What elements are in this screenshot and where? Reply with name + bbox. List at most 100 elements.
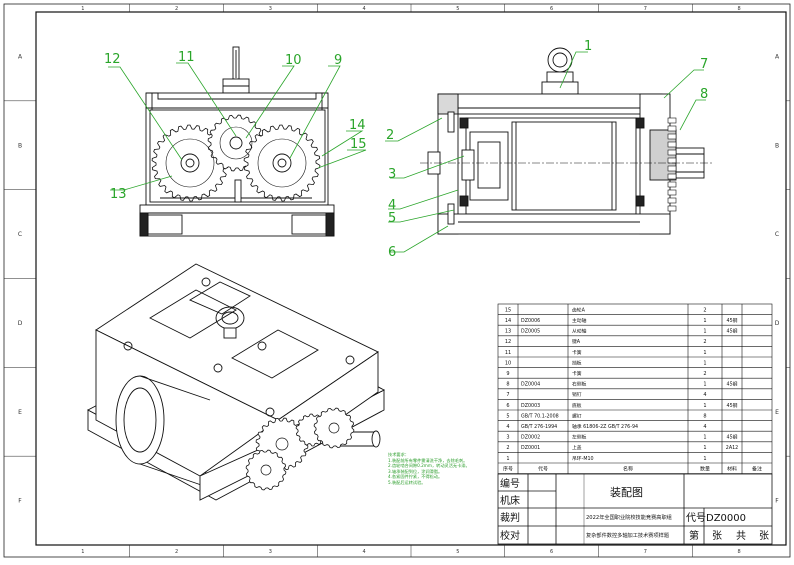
balloon-front-13: 13 <box>110 187 127 202</box>
balloon-leaders <box>108 51 706 253</box>
bom-code: DZ0002 <box>521 435 540 441</box>
label-jiaodui: 校对 <box>500 529 520 542</box>
zone-row-left: B <box>18 142 22 149</box>
bom-qty: 2 <box>703 339 706 345</box>
note-line: 技术要求： <box>388 452 409 457</box>
bom-code: GB/T 70.1-2008 <box>521 413 559 419</box>
zone-col-bottom: 6 <box>550 549 553 555</box>
bom-mat: 45钢 <box>727 328 738 335</box>
bom-qty: 8 <box>703 413 706 419</box>
sheet-di: 第 <box>689 529 699 542</box>
note-line: 2.齿轮啮合间隙0.2mm，转动灵活无卡滞。 <box>388 463 470 469</box>
bom-qty: 1 <box>703 435 706 441</box>
zone-col-bottom: 1 <box>81 549 84 555</box>
balloon-side-2: 2 <box>386 128 394 143</box>
bom-name: 从动轴 <box>572 328 587 335</box>
zone-col-bottom: 8 <box>738 549 741 555</box>
technical-notes: 技术要求： 1.装配前所有零件需清洗干净，去除毛刺。 2.齿轮啮合间隙0.2mm… <box>388 452 498 486</box>
note-line: 1.装配前所有零件需清洗干净，去除毛刺。 <box>388 457 468 463</box>
balloon-side-8: 8 <box>700 87 708 102</box>
zone-row-right: B <box>775 142 779 149</box>
zone-row-right: F <box>775 498 779 505</box>
zone-row-left: E <box>18 409 22 416</box>
bom-no: 5 <box>506 413 509 419</box>
bom-qty: 1 <box>703 445 706 451</box>
drawing-title: 装配图 <box>610 486 643 499</box>
note-line: 3.轴承装配到位，涂润滑脂。 <box>388 468 443 474</box>
bom-name: 主动轴 <box>572 317 587 324</box>
bom-mat: 2A12 <box>726 445 738 451</box>
bom-qty: 1 <box>703 350 706 356</box>
org-line-2: 复杂部件数控多轴加工技术赛项样题 <box>586 531 669 539</box>
balloon-front-11: 11 <box>178 50 195 65</box>
bom-head-rem: 备注 <box>752 465 762 472</box>
zone-col-top: 8 <box>738 6 741 12</box>
label-bianhao: 编号 <box>500 477 520 490</box>
zone-row-right: A <box>775 53 780 60</box>
bom-name: 销钉 <box>572 391 582 398</box>
bom-qty: 1 <box>703 360 706 366</box>
outer-border <box>3 3 791 558</box>
bom-no: 11 <box>505 350 511 356</box>
note-line: 4.各紧固件拧紧，不得松动。 <box>388 474 443 480</box>
balloon-front-14: 14 <box>349 118 366 133</box>
bom-no: 8 <box>506 382 509 388</box>
org-line-1: 2022年全国职业院校技能竞赛高职组 <box>586 513 672 521</box>
note-line: 5.装配后运转试验。 <box>388 479 426 485</box>
zone-col-bottom: 4 <box>363 549 366 555</box>
title-block <box>497 473 773 545</box>
bom-no: 13 <box>505 329 511 335</box>
balloon-side-1: 1 <box>584 39 592 54</box>
zone-col-top: 5 <box>456 6 459 12</box>
title-block-text: 编号 机床 裁判 校对 装配图 2022年全国职业院校技能竞赛高职组 复杂部件数… <box>500 477 769 542</box>
zone-row-right: C <box>775 231 779 238</box>
label-jichuang: 机床 <box>500 494 520 507</box>
bom-name: 螺钉 <box>572 412 582 419</box>
bom-no: 12 <box>505 339 511 345</box>
balloon-labels: 12 11 10 9 14 15 13 1 7 8 2 3 4 5 6 <box>104 39 708 260</box>
balloon-side-4: 4 <box>388 198 396 213</box>
zone-row-right: D <box>775 320 780 327</box>
zone-row-left: D <box>18 320 23 327</box>
bom-head-qty: 数量 <box>700 465 710 472</box>
zone-row-right: E <box>775 409 779 416</box>
zone-row-left: A <box>18 53 23 60</box>
bom-name: 左侧板 <box>572 434 587 441</box>
label-caipan: 裁判 <box>500 511 520 524</box>
zone-row-left: C <box>18 231 22 238</box>
bom-name: 挡板 <box>572 359 582 366</box>
bom-no: 3 <box>506 435 509 441</box>
bom-no: 7 <box>506 392 509 398</box>
balloon-side-3: 3 <box>388 167 396 182</box>
bom-name: 卡簧 <box>572 349 582 356</box>
bom-mat: 45钢 <box>727 381 738 388</box>
bom-head-name: 名称 <box>623 465 633 472</box>
bom-name: 齿轮A <box>572 306 586 313</box>
code-value: DZ0000 <box>706 513 746 524</box>
bom-name: 卡簧 <box>572 370 582 377</box>
bom-name: 右侧板 <box>572 381 587 388</box>
zone-col-top: 7 <box>644 6 647 12</box>
zone-row-left: F <box>18 498 22 505</box>
bom-code: GB/T 276-1994 <box>521 424 557 430</box>
balloon-side-6: 6 <box>388 245 396 260</box>
bom-qty: 4 <box>703 424 706 430</box>
bom-qty: 1 <box>703 382 706 388</box>
bom-code: DZ0004 <box>521 382 540 388</box>
bom-code: DZ0006 <box>521 318 540 324</box>
zone-col-top: 6 <box>550 6 553 12</box>
bom-head-code: 代号 <box>538 465 548 472</box>
bom-no: 2 <box>506 445 509 451</box>
bom-qty: 1 <box>703 318 706 324</box>
bom-head-mat: 材料 <box>727 465 737 472</box>
isometric-view <box>87 263 385 501</box>
zone-col-top: 4 <box>363 6 366 12</box>
bom-qty: 4 <box>703 392 706 398</box>
bom-no: 14 <box>505 318 511 324</box>
bom-qty: 2 <box>703 307 706 313</box>
sheet-zhang-2: 张 <box>759 530 769 542</box>
front-view <box>139 46 335 237</box>
balloon-front-15: 15 <box>350 137 367 152</box>
